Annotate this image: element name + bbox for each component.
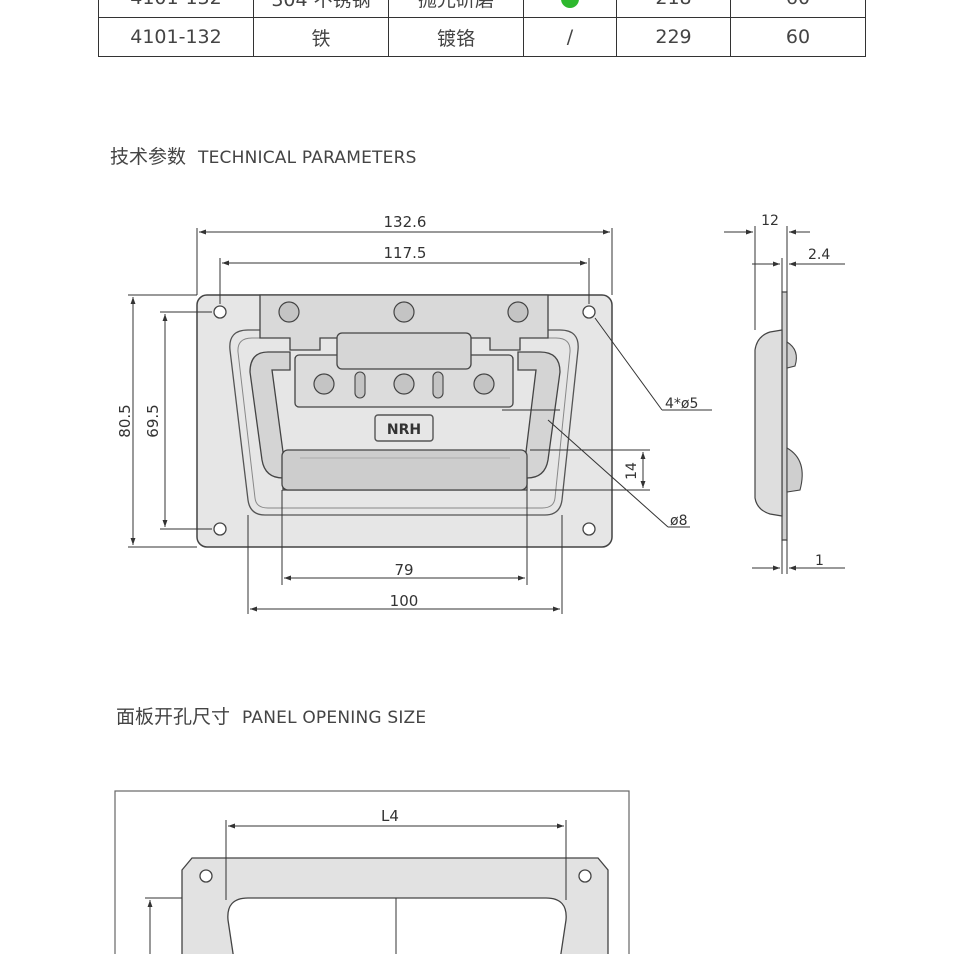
front-view: NRH bbox=[196, 294, 613, 548]
panel-dimensions bbox=[145, 820, 567, 954]
brand-logo-text: NRH bbox=[387, 422, 421, 438]
table-row: 4101-132 铁 镀铬 / 229 60 bbox=[98, 17, 866, 57]
technical-title-en: TECHNICAL PARAMETERS bbox=[198, 148, 417, 168]
technical-title: 技术参数 TECHNICAL PARAMETERS bbox=[110, 142, 417, 169]
panel-title: 面板开孔尺寸 PANEL OPENING SIZE bbox=[116, 702, 426, 729]
dim-side-depth: 12 bbox=[761, 213, 779, 229]
panel-title-en: PANEL OPENING SIZE bbox=[242, 708, 427, 728]
dim-hole-spacing-height: 69.5 bbox=[144, 404, 162, 437]
dim-inner-width: 100 bbox=[390, 592, 419, 610]
brand-logo bbox=[374, 414, 434, 442]
dim-grip-length: 79 bbox=[394, 561, 413, 579]
dim-plate-thickness: 1 bbox=[815, 553, 824, 569]
technical-title-cn: 技术参数 bbox=[110, 146, 187, 168]
dim-hole-note: 4*ø5 bbox=[665, 396, 698, 412]
panel-title-cn: 面板开孔尺寸 bbox=[116, 706, 231, 728]
dim-overall-width: 132.6 bbox=[384, 213, 427, 231]
dim-grip-diameter: ø8 bbox=[670, 513, 687, 529]
dim-hole-spacing-width: 117.5 bbox=[384, 244, 427, 262]
side-dimensions bbox=[724, 226, 845, 574]
dim-side-flange: 2.4 bbox=[808, 247, 830, 263]
green-dot-icon bbox=[561, 0, 579, 8]
side-view bbox=[754, 291, 803, 541]
dim-overall-height: 80.5 bbox=[116, 404, 134, 437]
value-a-cell: 229 bbox=[616, 17, 731, 57]
model-cell: 4101-132 bbox=[98, 17, 254, 57]
dim-l4: L4 bbox=[381, 807, 399, 825]
front-dimensions bbox=[128, 228, 712, 614]
indicator-cell: / bbox=[523, 17, 617, 57]
value-b-cell: 60 bbox=[730, 17, 866, 57]
dim-grip-offset: 14 bbox=[624, 462, 640, 480]
panel-view bbox=[114, 790, 630, 954]
spec-table: 4101-132 304 不锈钢 抛光研磨 218 60 4101-132 铁 … bbox=[98, 0, 866, 57]
